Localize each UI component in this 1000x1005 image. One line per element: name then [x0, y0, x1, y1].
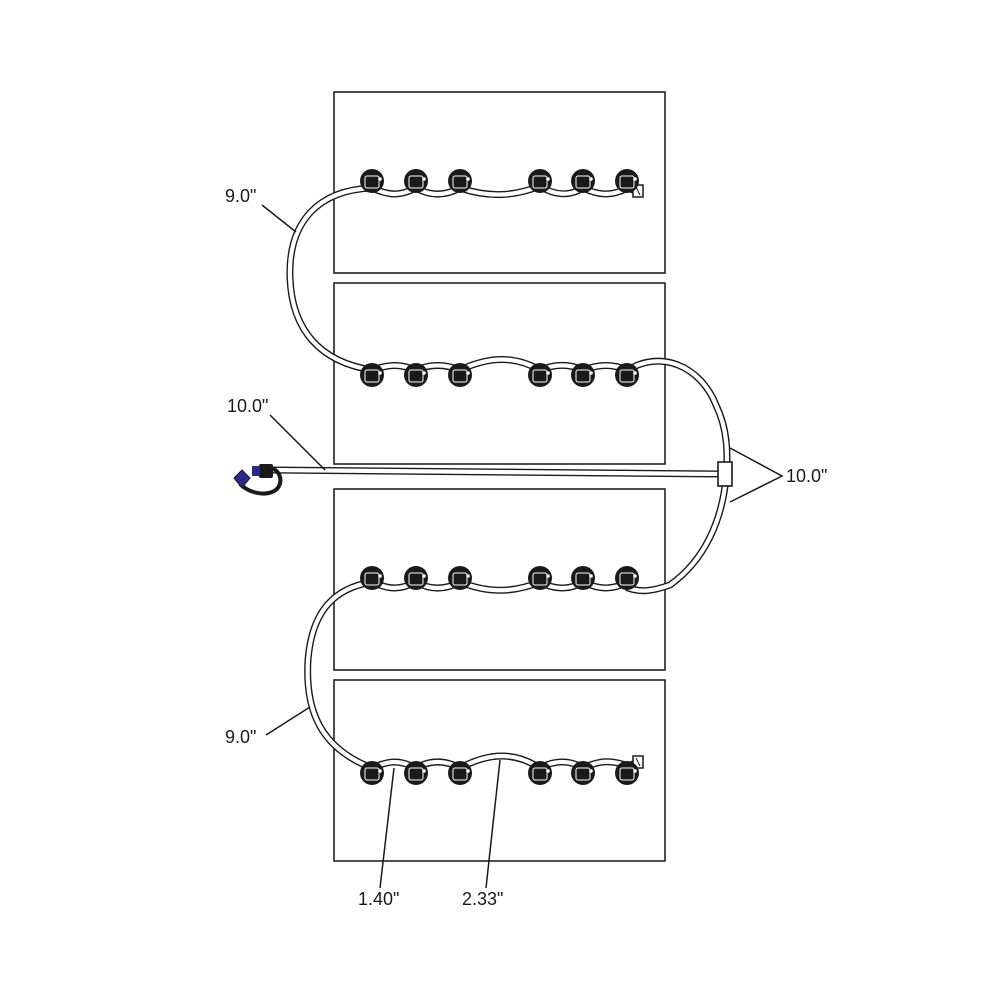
led-module — [571, 169, 595, 193]
dim-label-jumper-top: 9.0" — [225, 186, 256, 206]
led-module — [571, 761, 595, 785]
led-module — [448, 566, 472, 590]
dim-label-jumper-bottom: 9.0" — [225, 727, 256, 747]
connector-plug — [233, 469, 251, 489]
led-module — [404, 761, 428, 785]
led-module — [571, 363, 595, 387]
end-cap-bottom — [632, 755, 644, 769]
led-module — [571, 566, 595, 590]
leader-jumper-top — [261, 204, 297, 233]
dim-label-led-pitch: 1.40" — [358, 889, 399, 909]
panel-1 — [333, 91, 666, 274]
led-module — [360, 169, 384, 193]
led-module — [404, 363, 428, 387]
led-module — [360, 566, 384, 590]
led-module — [528, 761, 552, 785]
panel-2 — [333, 282, 666, 465]
led-module — [404, 566, 428, 590]
tee-connector — [717, 461, 733, 487]
connector-collar — [252, 466, 260, 476]
dim-label-group-gap: 2.33" — [462, 889, 503, 909]
connector-body — [259, 464, 273, 478]
led-module — [448, 363, 472, 387]
leader-tee-branches — [729, 447, 784, 503]
dim-label-tee-branches: 10.0" — [786, 466, 827, 486]
led-module — [615, 566, 639, 590]
led-module — [448, 169, 472, 193]
cable-run — [266, 182, 731, 772]
led-module — [448, 761, 472, 785]
power-connector — [233, 464, 283, 496]
leader-group-gap — [485, 759, 501, 889]
led-module — [360, 363, 384, 387]
panel-3 — [333, 488, 666, 671]
led-module — [528, 566, 552, 590]
led-module — [528, 363, 552, 387]
led-module — [360, 761, 384, 785]
leader-jumper-bottom — [265, 706, 311, 736]
leader-led-pitch — [379, 767, 395, 889]
leader-lead-in — [269, 414, 326, 471]
led-module — [615, 169, 639, 193]
dim-label-lead-in: 10.0" — [227, 396, 268, 416]
led-module — [615, 363, 639, 387]
led-module — [404, 169, 428, 193]
led-module — [615, 761, 639, 785]
led-module — [528, 169, 552, 193]
led-modules — [360, 169, 639, 785]
